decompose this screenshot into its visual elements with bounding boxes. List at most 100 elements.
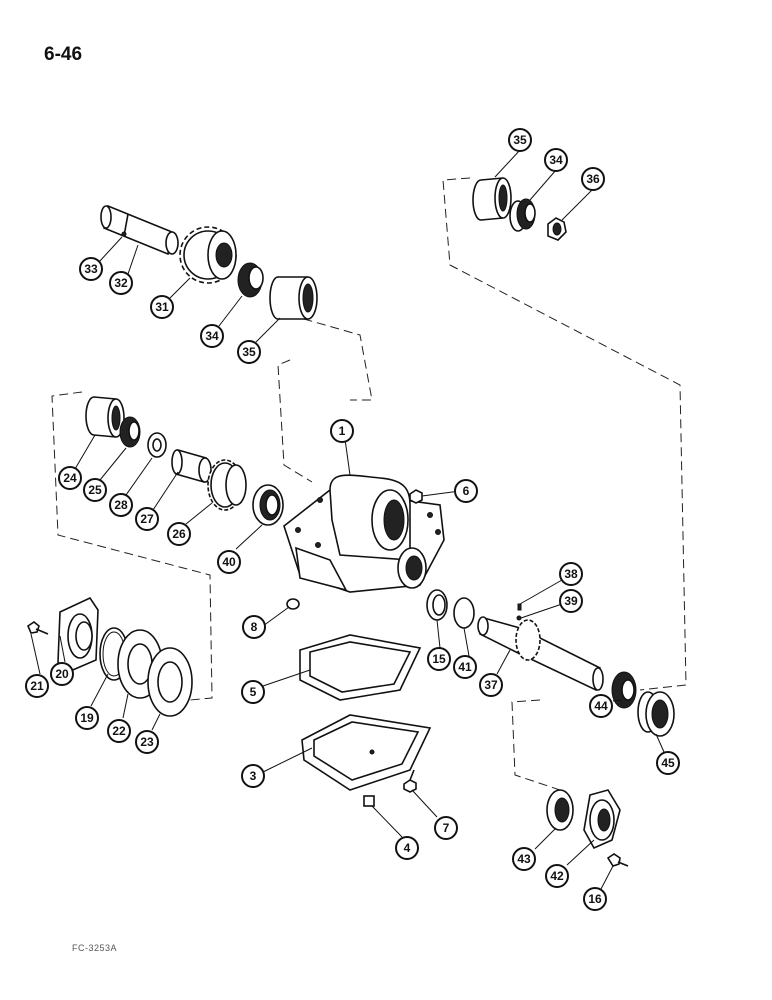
plug-8	[286, 598, 300, 610]
cover-3	[301, 714, 432, 791]
bolt-7	[403, 769, 417, 793]
svg-text:32: 32	[114, 276, 128, 290]
callout-32[interactable]: 32	[109, 271, 133, 295]
svg-text:41: 41	[458, 660, 472, 674]
gasket-5	[299, 634, 422, 701]
svg-text:38: 38	[564, 567, 578, 581]
gear-housing-1	[283, 474, 445, 593]
callout-5[interactable]: 5	[241, 680, 265, 704]
svg-text:22: 22	[112, 724, 126, 738]
nut-36	[547, 217, 567, 241]
seal-15	[426, 589, 448, 621]
svg-text:33: 33	[84, 262, 98, 276]
dashed-group-outline-housing-back	[277, 359, 313, 483]
callout-8[interactable]: 8	[242, 615, 266, 639]
ball-39	[516, 615, 522, 621]
svg-text:21: 21	[30, 679, 44, 693]
washer-28	[147, 432, 167, 458]
svg-text:6: 6	[463, 484, 470, 498]
svg-text:35: 35	[242, 345, 256, 359]
callout-34-upper[interactable]: 34	[200, 324, 224, 348]
cover-20	[57, 596, 99, 673]
svg-text:37: 37	[484, 678, 498, 692]
callout-28[interactable]: 28	[109, 493, 133, 517]
callout-36[interactable]: 36	[581, 167, 605, 191]
callout-41[interactable]: 41	[453, 655, 477, 679]
callout-22[interactable]: 22	[107, 719, 131, 743]
seal-43	[546, 789, 574, 831]
callout-27[interactable]: 27	[135, 507, 159, 531]
svg-text:28: 28	[114, 498, 128, 512]
callout-25[interactable]: 25	[83, 478, 107, 502]
svg-text:25: 25	[88, 483, 102, 497]
figure-reference: FC-3253A	[72, 943, 118, 953]
callout-39[interactable]: 39	[559, 589, 583, 613]
callout-1[interactable]: 1	[330, 419, 354, 443]
callout-38[interactable]: 38	[559, 562, 583, 586]
leader-lines	[30, 149, 665, 890]
cover-42	[583, 789, 621, 850]
svg-text:19: 19	[80, 711, 94, 725]
svg-text:5: 5	[250, 685, 257, 699]
callout-19[interactable]: 19	[75, 706, 99, 730]
bearing-cup-35-upper	[269, 276, 318, 320]
svg-text:27: 27	[140, 512, 154, 526]
callout-26[interactable]: 26	[167, 522, 191, 546]
bearing-cup-45	[637, 691, 675, 737]
callout-34-top[interactable]: 34	[544, 148, 568, 172]
page-number: 6-46	[44, 44, 83, 65]
bolt-16	[606, 853, 629, 867]
svg-text:42: 42	[550, 869, 564, 883]
svg-text:23: 23	[140, 735, 154, 749]
callout-42[interactable]: 42	[545, 864, 569, 888]
callout-44[interactable]: 44	[589, 694, 613, 718]
bearing-40	[252, 484, 284, 526]
svg-text:39: 39	[564, 594, 578, 608]
svg-text:35: 35	[513, 133, 527, 147]
svg-text:31: 31	[155, 300, 169, 314]
callout-24[interactable]: 24	[58, 466, 82, 490]
bearing-cone-34-top	[509, 198, 536, 232]
callout-7[interactable]: 7	[434, 816, 458, 840]
callout-33[interactable]: 33	[79, 257, 103, 281]
shaft-37	[477, 616, 604, 692]
callout-43[interactable]: 43	[512, 847, 536, 871]
callout-31[interactable]: 31	[150, 295, 174, 319]
dashed-group-outline-upper-shaft	[289, 314, 373, 401]
svg-text:40: 40	[222, 555, 236, 569]
svg-text:3: 3	[250, 769, 257, 783]
svg-text:24: 24	[63, 471, 77, 485]
callout-4[interactable]: 4	[395, 836, 419, 860]
callout-37[interactable]: 37	[479, 673, 503, 697]
shaft-32	[100, 204, 179, 256]
callout-15[interactable]: 15	[427, 647, 451, 671]
bearing-cone-44	[611, 671, 637, 709]
callout-3[interactable]: 3	[241, 764, 265, 788]
svg-text:44: 44	[594, 699, 608, 713]
svg-text:43: 43	[517, 852, 531, 866]
gear-26	[207, 459, 247, 511]
callout-21[interactable]: 21	[25, 674, 49, 698]
dashed-group-outline-top-right	[442, 177, 687, 691]
callout-35-top[interactable]: 35	[508, 128, 532, 152]
snap-ring-41	[453, 597, 475, 629]
spacer-27	[171, 448, 212, 484]
key-38	[517, 603, 522, 611]
bearing-cone-34-upper	[237, 262, 264, 298]
callout-35-upper[interactable]: 35	[237, 340, 261, 364]
callout-20[interactable]: 20	[50, 662, 74, 686]
dashed-group-outline-lower-right	[511, 699, 561, 791]
gear-31	[179, 226, 237, 284]
plug-6	[409, 489, 423, 504]
callout-16[interactable]: 16	[583, 887, 607, 911]
svg-text:36: 36	[586, 172, 600, 186]
callout-23[interactable]: 23	[135, 730, 159, 754]
plug-4	[363, 795, 375, 807]
callout-45[interactable]: 45	[656, 751, 680, 775]
callout-40[interactable]: 40	[217, 550, 241, 574]
bearing-cup-35-top	[472, 177, 512, 221]
svg-text:26: 26	[172, 527, 186, 541]
callout-6[interactable]: 6	[454, 479, 478, 503]
ball-33	[121, 231, 127, 237]
